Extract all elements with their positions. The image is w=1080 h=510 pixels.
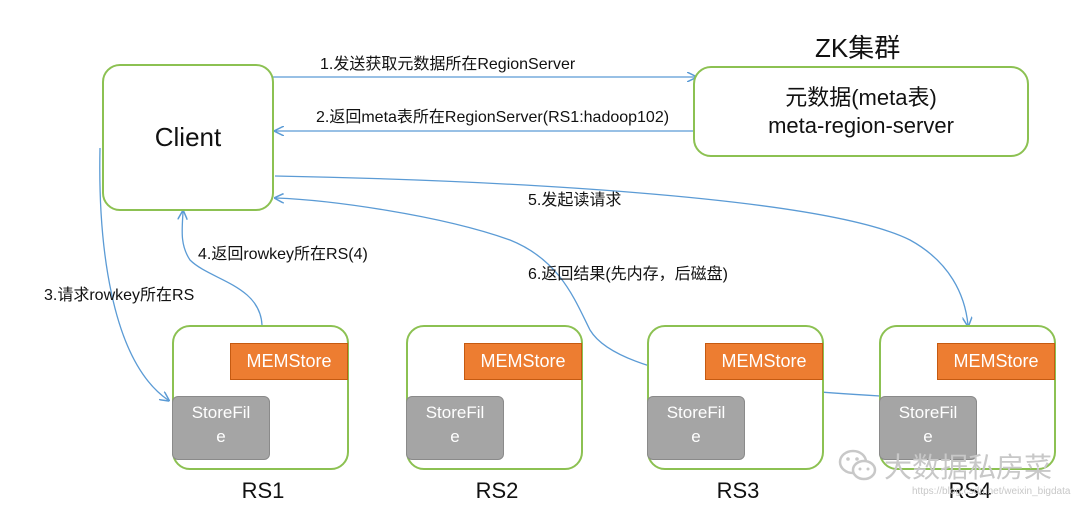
- arrow-step5: [274, 175, 968, 325]
- zk-meta-line2: meta-region-server: [768, 112, 954, 138]
- rs4-memstore: MEMStore: [937, 343, 1055, 380]
- zk-cluster-title: ZK集群: [815, 33, 901, 63]
- watermark-text: 大数据私房菜: [884, 452, 1053, 483]
- arrow-step4: [182, 212, 263, 326]
- step5-label: 5.发起读请求: [528, 192, 622, 209]
- step2-label: 2.返回meta表所在RegionServer(RS1:hadoop102): [316, 109, 670, 126]
- rs2-label: RS2: [475, 478, 519, 503]
- client-label: Client: [154, 122, 222, 152]
- watermark-url: https://blog.csdn.net/weixin_bigdata: [912, 486, 1071, 497]
- step1-label: 1.发送获取元数据所在RegionServer: [320, 56, 576, 73]
- step4-label: 4.返回rowkey所在RS(4): [198, 246, 368, 263]
- step6-label: 6.返回结果(先内存，后磁盘): [528, 266, 729, 283]
- rs3-label: RS3: [716, 478, 760, 503]
- arrow-step3: [99, 147, 168, 400]
- zk-meta-line1: 元数据(meta表): [785, 84, 937, 110]
- wechat-icon: [838, 449, 877, 481]
- rs1-label: RS1: [241, 478, 285, 503]
- client-node: Client: [102, 64, 274, 211]
- rs2-memstore: MEMStore: [464, 343, 582, 380]
- rs4-label: RS4: [948, 478, 992, 503]
- zk-meta-node: 元数据(meta表) meta-region-server: [693, 66, 1029, 157]
- watermark: 大数据私房菜: [838, 446, 1052, 486]
- rs1-memstore: MEMStore: [230, 343, 348, 380]
- step3-label: 3.请求rowkey所在RS: [44, 287, 195, 304]
- rs3-memstore: MEMStore: [705, 343, 823, 380]
